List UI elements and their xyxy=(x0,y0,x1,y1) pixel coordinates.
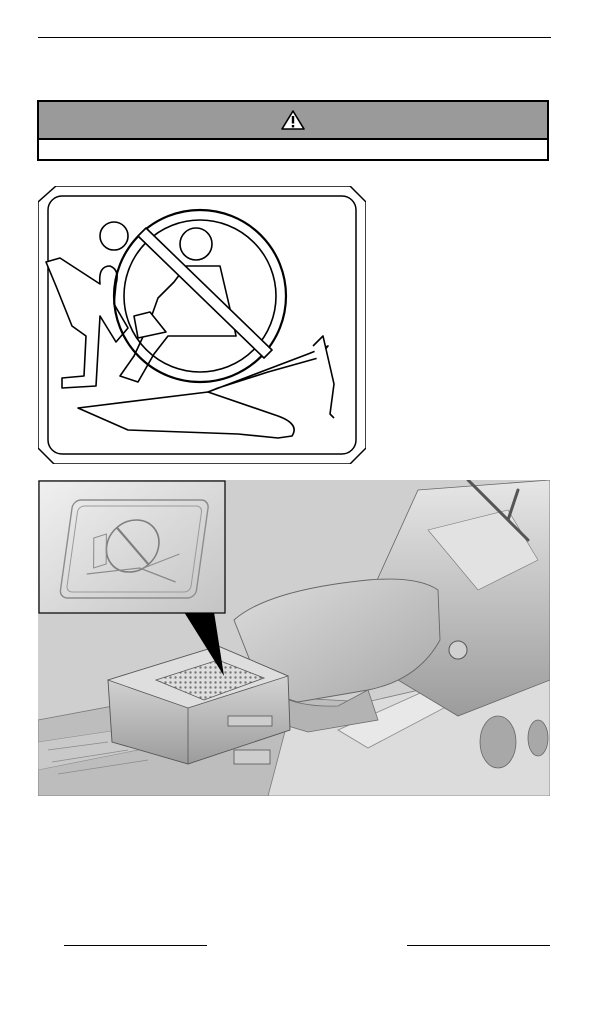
footer-rule-right xyxy=(407,945,550,946)
label-outer-border xyxy=(38,186,366,464)
label-inner-border xyxy=(47,195,357,455)
warning-body xyxy=(39,140,547,161)
header-rule xyxy=(38,37,551,38)
callout-pointer xyxy=(184,612,224,676)
no-passenger-label-figure xyxy=(38,186,366,464)
no-passenger-icon xyxy=(45,208,335,439)
warning-box xyxy=(37,100,549,161)
snowmobile-illustration xyxy=(38,480,550,796)
label-inset xyxy=(38,480,226,614)
warning-triangle-icon xyxy=(281,110,305,130)
warning-header xyxy=(39,102,547,140)
footer-rule-left xyxy=(64,945,207,946)
label-area xyxy=(154,659,266,701)
